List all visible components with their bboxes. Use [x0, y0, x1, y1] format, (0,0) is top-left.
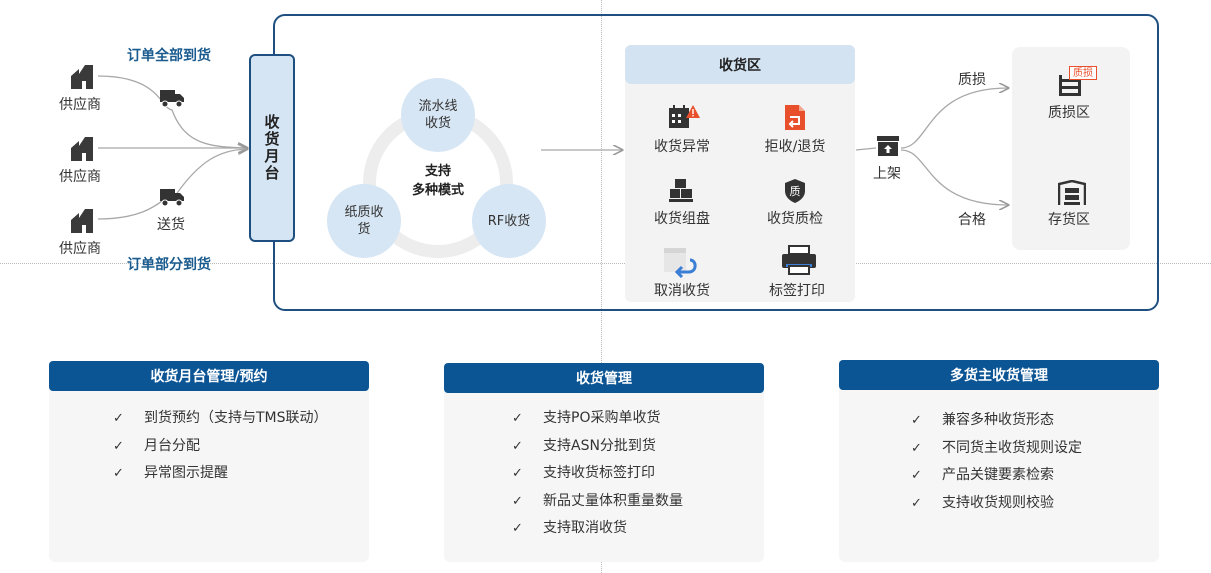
cancel-receipt-icon [664, 248, 697, 278]
truck-icon [160, 189, 184, 207]
mode-rf: RF收货 [472, 184, 546, 258]
storage-rack-icon [1058, 180, 1086, 205]
receiving-zone [625, 45, 855, 302]
check-icon: ✓ [113, 411, 124, 426]
qc-glyph: 质 [790, 185, 801, 198]
qualified-route-label: 合格 [958, 212, 986, 228]
putaway-label: 上架 [873, 166, 901, 182]
check-icon: ✓ [512, 521, 523, 536]
damaged-zone-label: 质损区 [1048, 105, 1090, 121]
supplier-label: 供应商 [59, 241, 101, 257]
exception-label: 收货异常 [654, 139, 710, 155]
supplier-building-icon [71, 65, 93, 89]
check-icon: ✓ [911, 468, 922, 483]
list-item: ✓支持ASN分批到货 [512, 433, 764, 461]
list-item: ✓支持收货规则校验 [911, 490, 1159, 518]
list-item: ✓异常图示提醒 [113, 460, 369, 488]
list-item: ✓兼容多种收货形态 [911, 407, 1159, 435]
calendar-alert-icon [669, 105, 700, 128]
receiving-zone-title: 收货区 [625, 45, 855, 84]
card-title: 收货管理 [444, 363, 764, 393]
list-item: ✓支持取消收货 [512, 515, 764, 543]
check-icon: ✓ [113, 466, 124, 481]
flow-putaway-to-storage [900, 149, 1008, 205]
check-icon: ✓ [512, 466, 523, 481]
order-full-label: 订单全部到货 [127, 48, 211, 64]
delivery-label: 送货 [157, 217, 185, 233]
receiving-dock: 收货月台 [249, 54, 295, 242]
damaged-badge: 质损 [1069, 66, 1097, 80]
qc-label: 收货质检 [767, 211, 823, 227]
check-icon: ✓ [911, 495, 922, 511]
card-title: 多货主收货管理 [839, 360, 1159, 390]
modes-center-text: 支持 多种模式 [411, 164, 464, 198]
damaged-shelf-icon [1059, 75, 1081, 96]
supplier-label: 供应商 [59, 97, 101, 113]
qc-shield-icon: 质 [785, 179, 805, 203]
print-label: 标签打印 [769, 283, 825, 299]
flow-supplier1-to-dock [97, 75, 247, 148]
order-partial-label: 订单部分到货 [127, 257, 211, 273]
supplier-building-icon [71, 209, 93, 233]
check-icon: ✓ [113, 438, 124, 454]
receiving-dock-label: 收货月台 [262, 114, 281, 182]
vertical-guide-line [601, 0, 602, 573]
list-item: ✓月台分配 [113, 433, 369, 461]
printer-icon [782, 245, 816, 275]
list-item: ✓支持PO采购单收货 [512, 405, 764, 433]
list-item: ✓支持收货标签打印 [512, 460, 764, 488]
card-dock-management: 收货月台管理/预约 ✓到货预约（支持与TMS联动） ✓月台分配 ✓异常图示提醒 [49, 361, 369, 562]
cancel-label: 取消收货 [654, 283, 710, 299]
return-document-icon [785, 105, 805, 130]
list-item: ✓新品丈量体积重量数量 [512, 488, 764, 516]
card-multi-owner-management: 多货主收货管理 ✓兼容多种收货形态 ✓不同货主收货规则设定 ✓产品关键要素检索 … [839, 360, 1159, 562]
pallet-boxes-icon [669, 179, 693, 202]
reject-label: 拒收/退货 [764, 139, 826, 155]
putaway-box-icon [877, 136, 899, 156]
horizontal-guide-line [0, 263, 1211, 264]
flow-putaway-to-damaged [900, 88, 1008, 149]
supplier-building-icon [71, 137, 93, 161]
check-icon: ✓ [512, 438, 523, 454]
check-icon: ✓ [512, 493, 523, 509]
check-icon: ✓ [911, 413, 922, 428]
list-item: ✓到货预约（支持与TMS联动） [113, 405, 369, 433]
check-icon: ✓ [512, 411, 523, 426]
card-receiving-management: 收货管理 ✓支持PO采购单收货 ✓支持ASN分批到货 ✓支持收货标签打印 ✓新品… [444, 363, 764, 562]
mode-pipeline: 流水线收货 [401, 78, 475, 152]
list-item: ✓不同货主收货规则设定 [911, 435, 1159, 463]
pallet-label: 收货组盘 [654, 211, 710, 227]
supplier-label: 供应商 [59, 169, 101, 185]
damaged-route-label: 质损 [958, 72, 986, 88]
storage-zone-label: 存货区 [1048, 212, 1090, 228]
flow-supplier3-to-dock [97, 149, 247, 220]
truck-icon [160, 90, 184, 108]
card-title: 收货月台管理/预约 [49, 361, 369, 391]
check-icon: ✓ [911, 440, 922, 456]
mode-paper: 纸质收货 [327, 184, 401, 258]
list-item: ✓产品关键要素检索 [911, 462, 1159, 490]
